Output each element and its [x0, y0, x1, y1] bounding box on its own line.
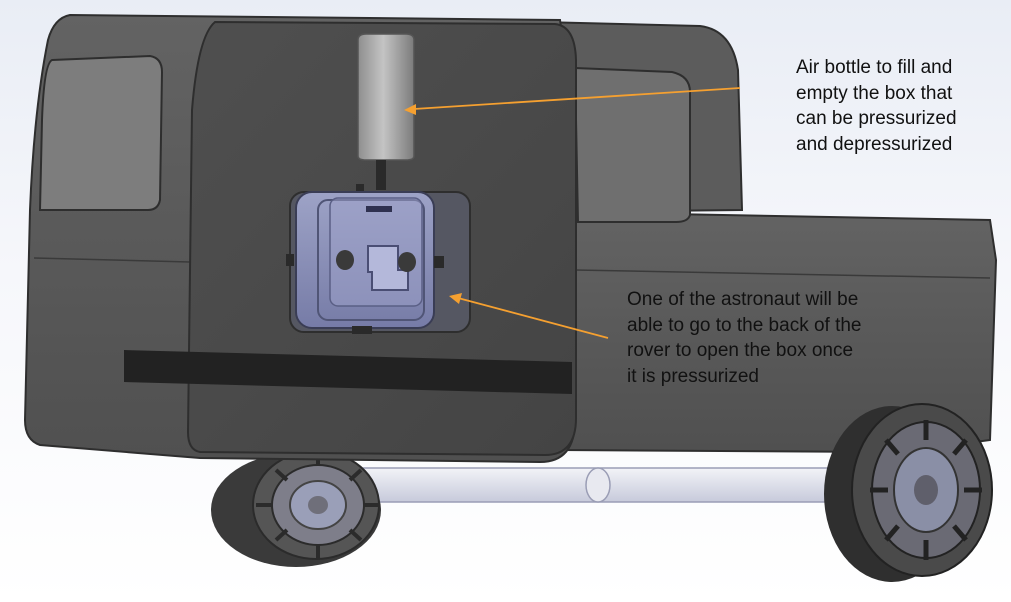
arrow-right-icon: [404, 87, 741, 115]
astronaut-access-annotation: One of the astronaut will be able to go …: [627, 289, 862, 387]
front-window: [38, 54, 164, 211]
pressurized-box: [286, 191, 471, 334]
air-bottle: [356, 33, 415, 192]
air-bottle-annotation: Air bottle to fill and empty the box tha…: [796, 57, 957, 155]
axle-tube: [299, 467, 901, 503]
side-stripe: [124, 350, 572, 394]
arrow-right-icon: [449, 293, 609, 339]
airless-wheel-icon: [824, 403, 993, 582]
airless-wheel-icon: [211, 450, 381, 567]
rear-window: [573, 66, 691, 223]
